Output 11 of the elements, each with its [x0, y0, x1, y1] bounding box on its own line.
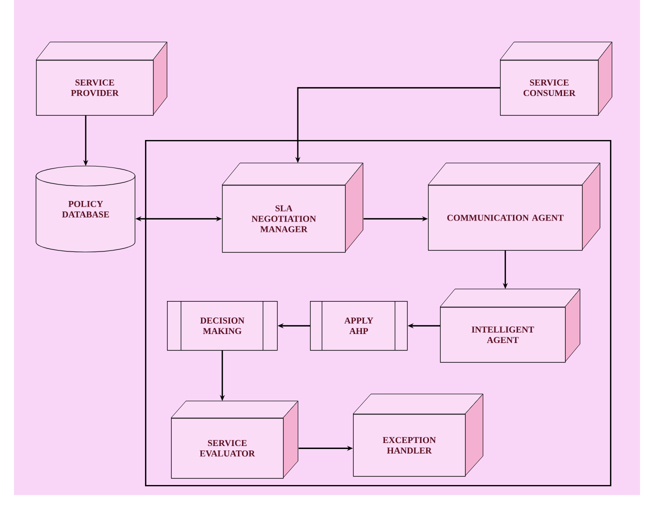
- process-block: SLA NEGOTIATION MANAGER: [222, 162, 364, 253]
- process-block: EXCEPTION HANDLER: [352, 394, 484, 477]
- database-cylinder: POLICY DATABASE: [36, 166, 136, 252]
- process-block: INTELLIGENT AGENT: [440, 288, 580, 363]
- process-box: APPLY AHP: [310, 300, 408, 351]
- process-box: DECISION MAKING: [167, 300, 278, 351]
- process-block: SERVICE CONSUMER: [500, 42, 612, 116]
- system-frame: [145, 140, 612, 486]
- process-block: COMMUNICATION AGENT: [428, 162, 600, 251]
- process-block: SERVICE PROVIDER: [36, 42, 168, 116]
- process-block: SERVICE EVALUATOR: [170, 400, 298, 479]
